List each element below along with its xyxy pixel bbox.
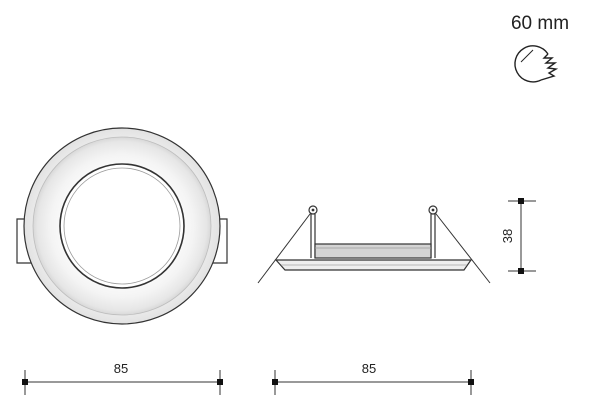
right-spring-clip xyxy=(432,209,491,284)
side-height-dimension: 38 xyxy=(500,198,536,274)
side-height-label: 38 xyxy=(500,229,515,243)
left-eyelet-pin xyxy=(311,208,315,212)
cutout-group: 60 mm xyxy=(511,13,569,83)
side-width-dimension: 85 xyxy=(272,361,474,395)
front-width-dimension: 85 xyxy=(22,361,223,395)
dimension-marker xyxy=(22,379,28,385)
left-spring-clip xyxy=(257,209,314,284)
right-eyelet-pin xyxy=(431,208,435,212)
dimension-marker xyxy=(518,198,524,204)
side-view xyxy=(257,205,491,284)
side-width-label: 85 xyxy=(362,361,376,376)
cutout-size-label: 60 mm xyxy=(511,13,569,34)
dimension-marker xyxy=(468,379,474,385)
front-view xyxy=(16,127,228,325)
front-width-label: 85 xyxy=(114,361,128,376)
dimension-marker xyxy=(518,268,524,274)
reflector-inner-edge xyxy=(63,167,181,285)
hole-saw-icon xyxy=(514,45,559,83)
dimension-marker xyxy=(217,379,223,385)
dimension-marker xyxy=(272,379,278,385)
housing-body xyxy=(314,243,432,259)
